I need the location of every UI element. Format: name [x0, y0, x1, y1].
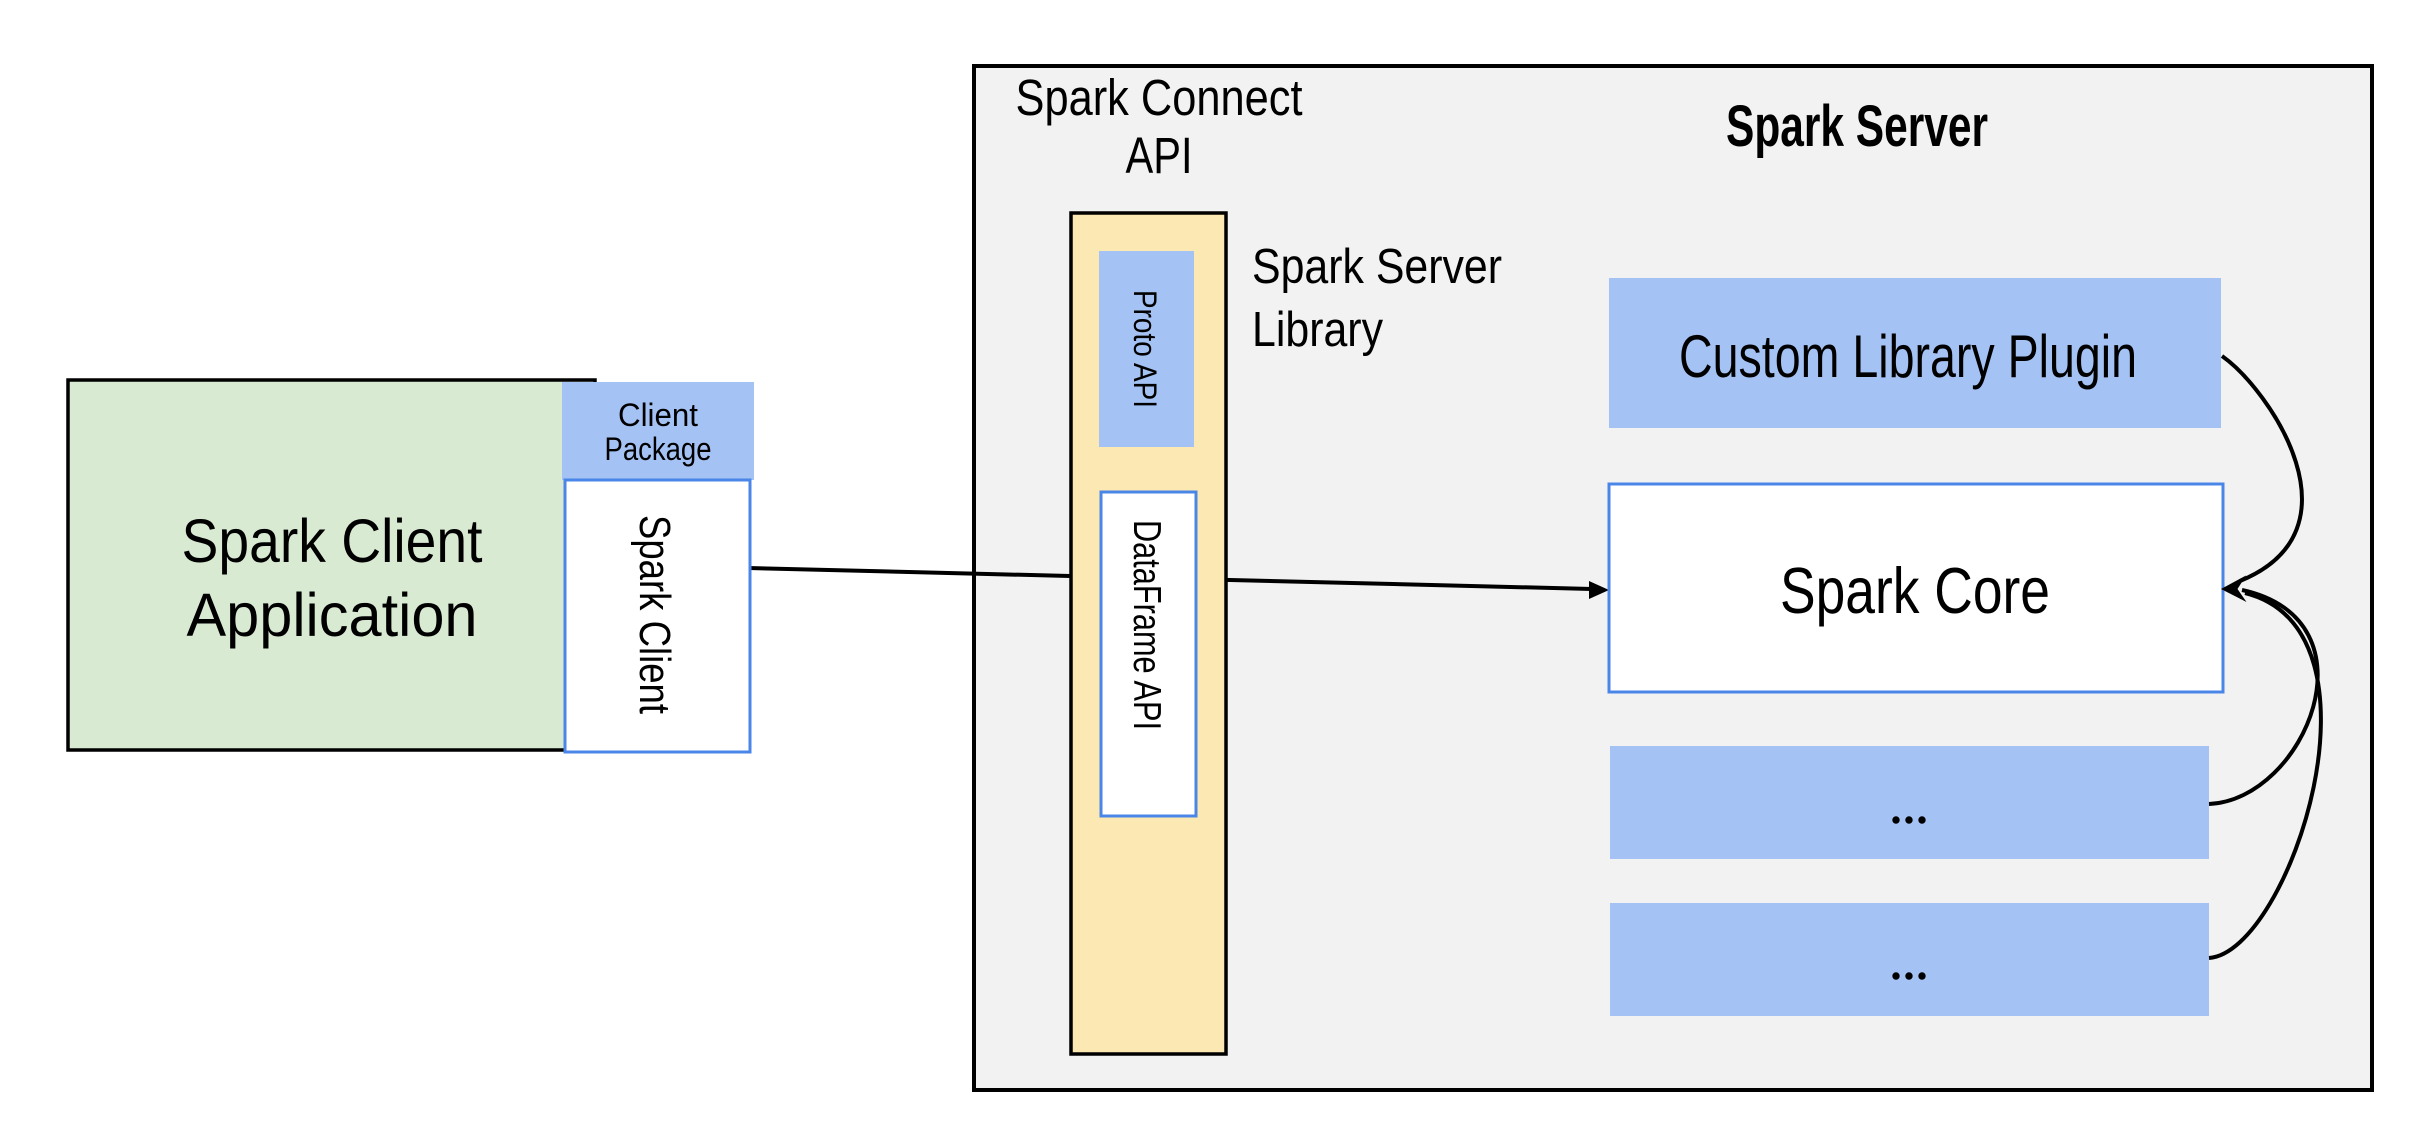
svg-text:Library: Library — [1252, 303, 1383, 357]
svg-text:Spark Server: Spark Server — [1252, 240, 1502, 294]
svg-text:Spark Client: Spark Client — [182, 507, 483, 575]
svg-text:Package: Package — [605, 431, 712, 467]
svg-text:Spark Server: Spark Server — [1726, 94, 1988, 159]
svg-text:Spark Connect: Spark Connect — [1016, 69, 1303, 126]
svg-text:Spark Client: Spark Client — [630, 515, 679, 714]
svg-text:Client: Client — [618, 397, 698, 433]
svg-text:Custom Library Plugin: Custom Library Plugin — [1679, 323, 2137, 390]
svg-text:Application: Application — [187, 581, 478, 649]
svg-text:Proto API: Proto API — [1127, 290, 1163, 408]
svg-text:DataFrame API: DataFrame API — [1125, 520, 1168, 730]
svg-text:API: API — [1126, 127, 1193, 184]
svg-text:Spark Core: Spark Core — [1780, 554, 2050, 627]
